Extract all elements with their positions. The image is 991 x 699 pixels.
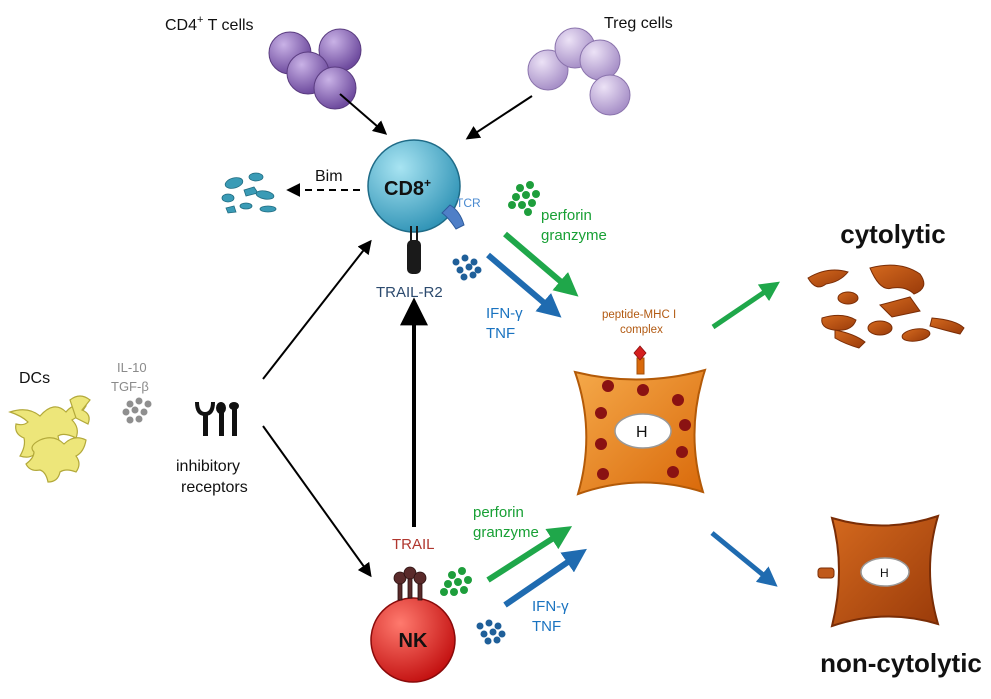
tcr-receptor	[441, 204, 465, 230]
inhibitory-to-cd8-arrow	[262, 239, 372, 380]
trail-ligand-icon	[393, 566, 427, 601]
bim-debris	[221, 172, 277, 214]
perforin-top-label: perforin	[541, 207, 592, 224]
non-cytolytic-nucleus-label: H	[880, 566, 889, 580]
tcr-label: TCR	[456, 196, 481, 210]
inhibitory-receptors-icon	[195, 401, 239, 436]
granzyme-top-label: granzyme	[541, 227, 607, 244]
treg-cells-cluster	[527, 27, 631, 116]
perforin-bottom-label: perforin	[473, 504, 524, 521]
non-cytolytic-nucleus	[860, 557, 910, 587]
inhibitory-receptors-label-line1: inhibitory	[176, 458, 240, 475]
nk-cell	[370, 566, 456, 683]
infected-hepatocyte	[573, 345, 707, 496]
trail-label: TRAIL	[392, 536, 435, 553]
green-arrow-cd8-to-hepatocyte	[503, 231, 579, 297]
trail-r2-receptor	[407, 240, 421, 274]
green-arrow-to-cytolytic	[711, 281, 780, 330]
blue-arrow-cd8-to-hepatocyte	[486, 252, 562, 318]
cytolytic-label: cytolytic	[840, 219, 946, 249]
cd4-to-cd8-arrow	[339, 93, 388, 135]
green-arrow-nk-to-hepatocyte	[486, 526, 573, 583]
inhibitory-to-nk-arrow	[262, 425, 372, 578]
peptide-mhc-label-line2: complex	[620, 324, 663, 336]
nk-label: NK	[399, 630, 428, 652]
cytolytic-cell-debris	[807, 264, 965, 349]
hepatocyte-nucleus-label: H	[636, 424, 648, 441]
perforin-granules-top	[508, 181, 540, 216]
cd8-t-cell	[367, 139, 465, 274]
dcs-label: DCs	[19, 370, 50, 387]
cd4-t-cells-cluster	[268, 28, 362, 110]
cd4-t-cells-label: CD4+ T cells	[165, 14, 254, 34]
treg-to-cd8-arrow	[465, 95, 533, 140]
perforin-granules-bottom	[440, 567, 472, 596]
inhibitory-receptors-label-line2: receptors	[181, 479, 248, 496]
granzyme-bottom-label: granzyme	[473, 524, 539, 541]
bim-label: Bim	[315, 168, 343, 185]
trail-r2-label: TRAIL-R2	[376, 284, 443, 301]
treg-cells-label: Treg cells	[604, 15, 673, 32]
ifn-top-label: IFN-γ	[486, 305, 523, 322]
hepatocyte-nucleus	[614, 413, 672, 449]
tnf-top-label: TNF	[486, 325, 515, 342]
non-cytolytic-label: non-cytolytic	[820, 648, 982, 678]
blue-arrow-to-non-cytolytic	[710, 531, 778, 587]
dendritic-cells	[8, 395, 91, 483]
tgfb-label: TGF-β	[111, 379, 149, 394]
il10-label: IL-10	[117, 360, 147, 375]
tnf-bottom-label: TNF	[532, 618, 561, 635]
cytokine-granules-gray	[122, 397, 152, 424]
ifn-granules-bottom	[476, 619, 506, 645]
blue-arrow-nk-to-hepatocyte	[503, 548, 587, 608]
non-cytolytic-hepatocyte	[817, 514, 940, 628]
peptide-mhc-complex-icon	[633, 345, 647, 361]
ifn-bottom-label: IFN-γ	[532, 598, 569, 615]
cd8-label: CD8+	[384, 176, 431, 200]
ifn-granules-top	[452, 254, 482, 281]
peptide-mhc-label-line1: peptide-MHC I	[602, 309, 676, 321]
